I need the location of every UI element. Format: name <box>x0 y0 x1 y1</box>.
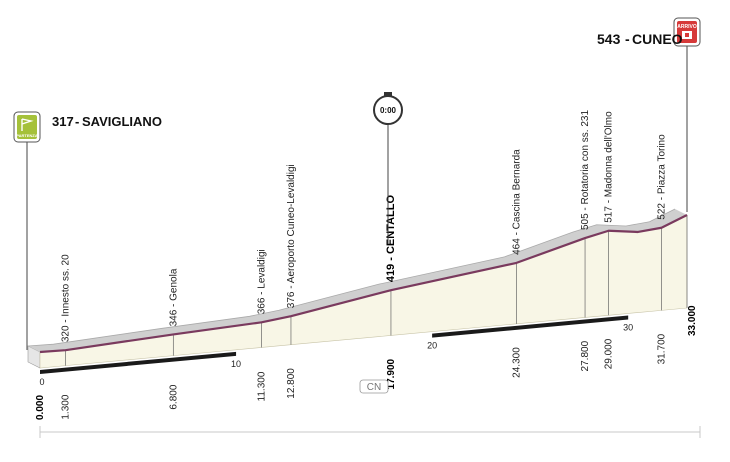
flag-icon <box>21 118 34 131</box>
waypoint-label: 346 - Genola <box>168 268 179 326</box>
end-km: 33.000 <box>687 305 698 336</box>
waypoint-km: 11.300 <box>257 371 268 401</box>
waypoint-label: 464 - Cascina Bernarda <box>511 149 522 255</box>
finish-badge: ARRIVO <box>673 17 701 47</box>
waypoint-label: 320 - Innesto ss. 20 <box>60 254 71 342</box>
start-town: SAVIGLIANO <box>82 114 162 129</box>
start-km: 0.000 <box>35 395 46 420</box>
ridge-back <box>27 208 676 347</box>
finish-dash: - <box>625 31 630 47</box>
km-labels: 1.300 6.800 11.300 12.800 17.900 24.300 27.800… <box>35 305 698 420</box>
elevation-line <box>39 214 688 354</box>
route-tag-box <box>359 379 389 394</box>
finish-town: CUNEO <box>632 31 683 47</box>
waypoint-km: 6.800 <box>168 384 179 409</box>
stopwatch-icon: 0:00 <box>373 92 403 125</box>
distance-scale-bars <box>40 315 629 374</box>
scale-tick-label: 0 <box>39 377 44 387</box>
waypoint-label: 517 - Madonna dell'Olmo <box>604 111 615 223</box>
start-dash: - <box>75 114 79 129</box>
start-elevation: 317 <box>52 114 74 129</box>
scale-labels: 0 10 20 30 <box>39 322 633 387</box>
scale-segment <box>40 351 237 374</box>
finish-badge-label: ARRIVO <box>677 24 697 30</box>
waypoint-km: 1.300 <box>60 394 71 419</box>
waypoint-label: 419 - CENTALLO <box>385 195 397 283</box>
waypoint-label: 522 - Piazza Torino <box>657 134 668 220</box>
scale-tick-label: 10 <box>231 359 241 369</box>
waypoint-km: 12.800 <box>286 368 297 399</box>
waypoint-label: 376 - Aeroporto Cuneo-Levaldigi <box>286 164 297 308</box>
waypoint-label: 366 - Levaldigi <box>257 249 268 314</box>
profile-ridge <box>27 208 676 347</box>
waypoint-markers <box>65 215 688 366</box>
waypoint-km: 29.000 <box>604 338 615 369</box>
waypoint-km: 27.800 <box>580 340 591 371</box>
waypoint-km: 17.900 <box>386 358 397 389</box>
finish-elevation: 543 <box>597 31 621 47</box>
scale-tick-label: 20 <box>427 341 437 351</box>
start-badge-label: PARTENZA <box>16 133 38 138</box>
timecheck-label: 0:00 <box>380 106 397 115</box>
waypoint-labels: 320 - Innesto ss. 20 346 - Genola 366 - Le… <box>60 110 667 343</box>
route-tag: CN <box>367 382 381 393</box>
scale-segment <box>432 315 629 338</box>
start-badge: PARTENZA <box>13 111 41 143</box>
waypoint-km: 24.300 <box>511 347 522 378</box>
waypoint-label: 505 - Rotatoria con ss. 231 <box>580 110 591 231</box>
waypoint-km: 31.700 <box>657 333 668 364</box>
scale-tick-label: 30 <box>623 322 633 332</box>
